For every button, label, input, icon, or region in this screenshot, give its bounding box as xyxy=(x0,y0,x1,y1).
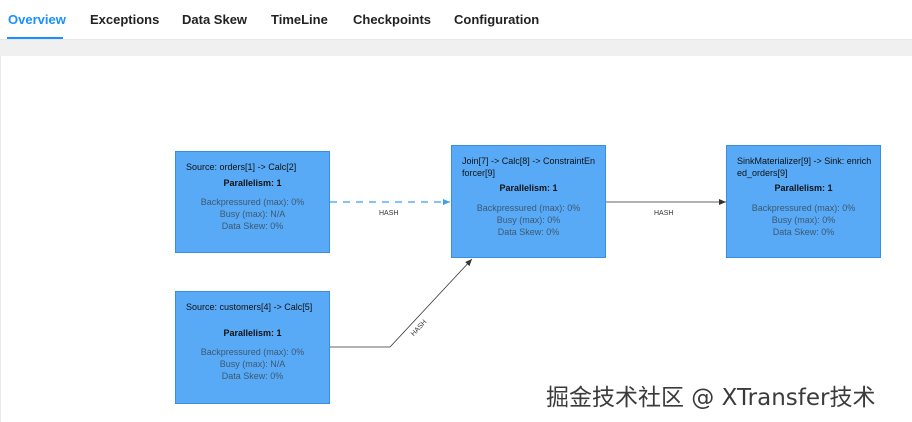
edge-label-orders-join: HASH xyxy=(379,210,399,217)
vertex-backpressured: Backpressured (max): 0% xyxy=(200,197,305,207)
vertex-title: Join[7] -> Calc[8] -> ConstraintEnforcer… xyxy=(462,156,596,178)
vertex-backpressured: Backpressured (max): 0% xyxy=(200,347,305,357)
tab-configuration[interactable]: Configuration xyxy=(454,12,540,27)
job-vertex-orders[interactable]: Source: orders[1] -> Calc[2] Parallelism… xyxy=(175,151,330,253)
vertex-data-skew: Data Skew: 0% xyxy=(221,221,284,231)
tab-exceptions[interactable]: Exceptions xyxy=(90,12,160,27)
vertex-parallelism: Parallelism: 1 xyxy=(774,183,833,193)
job-vertex-join[interactable]: Join[7] -> Calc[8] -> ConstraintEnforcer… xyxy=(451,145,606,258)
job-vertex-customers[interactable]: Source: customers[4] -> Calc[5] Parallel… xyxy=(175,291,330,404)
vertex-title: Source: customers[4] -> Calc[5] xyxy=(186,302,313,312)
edge-label-join-sink: HASH xyxy=(654,210,674,217)
job-vertex-sink[interactable]: SinkMaterializer[9] -> Sink: enriched_or… xyxy=(726,145,881,258)
vertex-parallelism: Parallelism: 1 xyxy=(223,178,282,188)
vertex-title: Source: orders[1] -> Calc[2] xyxy=(186,162,297,172)
tab-bar-divider xyxy=(0,39,912,40)
vertex-data-skew: Data Skew: 0% xyxy=(772,227,835,237)
vertex-parallelism: Parallelism: 1 xyxy=(223,328,282,338)
vertex-backpressured: Backpressured (max): 0% xyxy=(476,203,581,213)
vertex-busy: Busy (max): 0% xyxy=(771,215,836,225)
edge-customers-to-join[interactable] xyxy=(330,258,473,348)
vertex-backpressured: Backpressured (max): 0% xyxy=(751,203,856,213)
watermark-text: 掘金技术社区 @ XTransfer技术 xyxy=(546,385,876,411)
vertex-title: SinkMaterializer[9] -> Sink: enriched_or… xyxy=(737,156,872,178)
vertex-busy: Busy (max): N/A xyxy=(219,359,286,369)
vertex-busy: Busy (max): N/A xyxy=(219,209,286,219)
tab-bar: Overview Exceptions Data Skew TimeLine C… xyxy=(0,0,912,40)
tab-overview[interactable]: Overview xyxy=(8,12,66,27)
vertex-busy: Busy (max): 0% xyxy=(496,215,561,225)
tab-timeline[interactable]: TimeLine xyxy=(271,12,328,27)
vertex-data-skew: Data Skew: 0% xyxy=(497,227,560,237)
active-tab-indicator xyxy=(7,37,63,39)
vertex-parallelism: Parallelism: 1 xyxy=(499,183,558,193)
content-separator xyxy=(0,40,912,56)
tab-data-skew[interactable]: Data Skew xyxy=(182,12,248,27)
vertex-data-skew: Data Skew: 0% xyxy=(221,371,284,381)
tab-checkpoints[interactable]: Checkpoints xyxy=(353,12,432,27)
